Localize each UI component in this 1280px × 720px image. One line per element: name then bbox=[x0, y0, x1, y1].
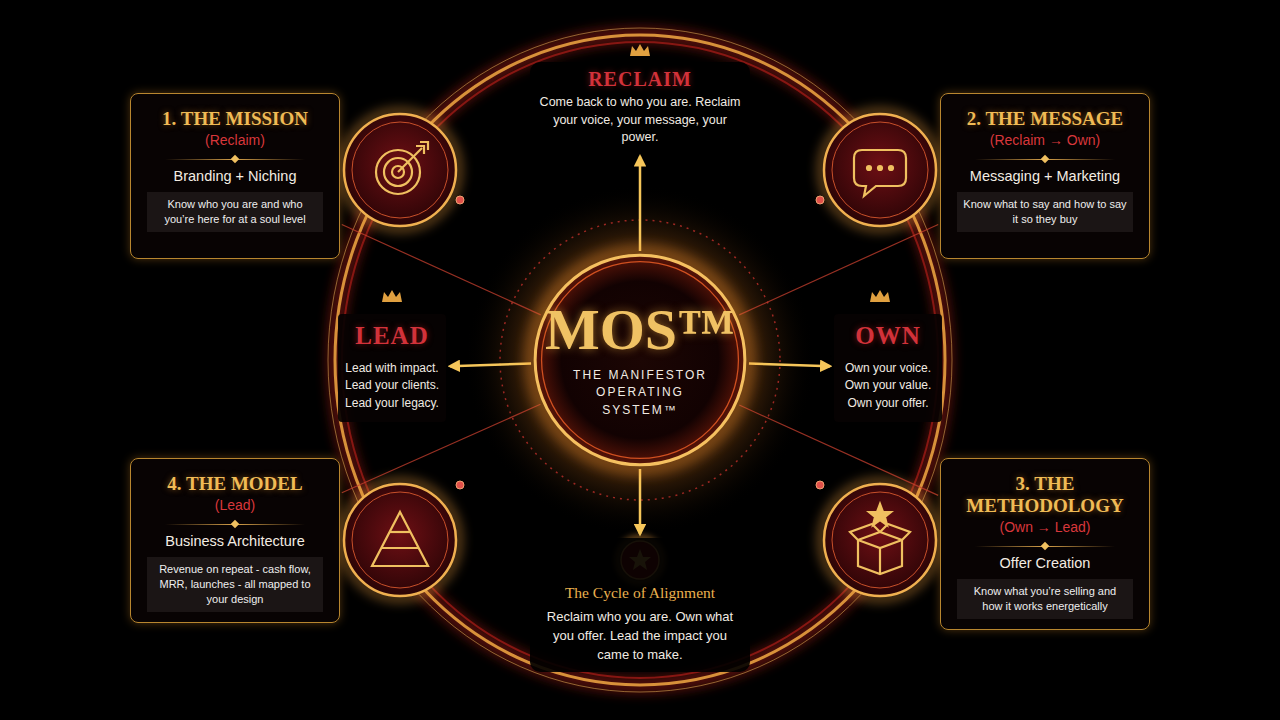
core-title: MOS™ bbox=[545, 301, 735, 359]
divider-ornament bbox=[165, 519, 305, 529]
cycle-heading: The Cycle of Alignment bbox=[536, 584, 744, 602]
pillar-panel: 2. THE MESSAGE (Reclaim → Own) Messaging +… bbox=[940, 93, 1150, 259]
panel-title: Offer Creation bbox=[951, 555, 1139, 571]
divider-ornament bbox=[165, 154, 305, 164]
direction-title: LEAD bbox=[344, 322, 440, 350]
direction-text: Come back to who you are. Reclaim your v… bbox=[538, 94, 742, 147]
direction-text: Lead with impact. Lead your clients. Lea… bbox=[344, 360, 440, 412]
pillar-panel: 3. THE METHODOLOGY (Own → Lead) Offer Crea… bbox=[940, 458, 1150, 630]
panel-heading: 2. THE MESSAGE bbox=[951, 108, 1139, 130]
panel-subheading: (Reclaim → Own) bbox=[951, 132, 1139, 148]
panel-text: Know what you’re selling and how it work… bbox=[957, 579, 1133, 619]
panel-heading: 4. THE MODEL bbox=[141, 473, 329, 495]
panel-subheading: (Lead) bbox=[141, 497, 329, 513]
panel-text: Know who you are and who you’re here for… bbox=[147, 192, 323, 232]
direction-text: Own your voice. Own your value. Own your… bbox=[840, 360, 936, 412]
link-line bbox=[739, 225, 938, 315]
direction-arrow bbox=[639, 157, 642, 252]
direction-node: LEAD Lead with impact. Lead your clients.… bbox=[338, 314, 446, 422]
panel-title: Branding + Niching bbox=[141, 168, 329, 184]
direction-arrow bbox=[450, 364, 531, 367]
direction-node: RECLAIM Come back to who you are. Reclaim… bbox=[530, 62, 750, 153]
panel-heading: 1. THE MISSION bbox=[141, 108, 329, 130]
cycle-text: Reclaim who you are. Own what you offer.… bbox=[536, 608, 744, 665]
panel-title: Business Architecture bbox=[141, 533, 329, 549]
panel-subheading: (Own → Lead) bbox=[951, 519, 1139, 535]
direction-title: RECLAIM bbox=[538, 68, 742, 91]
core-circle: MOS™ THE MANIFESTOR OPERATING SYSTEM™ bbox=[533, 253, 747, 467]
panel-title: Messaging + Marketing bbox=[951, 168, 1139, 184]
divider-ornament bbox=[975, 154, 1115, 164]
panel-text: Revenue on repeat - cash flow, MRR, laun… bbox=[147, 557, 323, 612]
core-circle-outline bbox=[533, 253, 747, 467]
pillar-panel: 4. THE MODEL (Lead) Business ArchitectureR… bbox=[130, 458, 340, 623]
direction-node: OWN Own your voice. Own your value. Own y… bbox=[834, 314, 942, 422]
pillar-panel: 1. THE MISSION (Reclaim) Branding + Nichin… bbox=[130, 93, 340, 259]
direction-title: OWN bbox=[840, 322, 936, 350]
divider-ornament bbox=[975, 541, 1115, 551]
cycle-node: The Cycle of AlignmentReclaim who you ar… bbox=[530, 538, 750, 672]
direction-arrow bbox=[749, 364, 830, 367]
link-line bbox=[342, 225, 541, 315]
direction-arrow bbox=[639, 469, 642, 534]
panel-text: Know what to say and how to say it so th… bbox=[957, 192, 1133, 232]
panel-heading: 3. THE METHODOLOGY bbox=[951, 473, 1139, 517]
core-subtitle: THE MANIFESTOR OPERATING SYSTEM™ bbox=[565, 367, 715, 419]
panel-subheading: (Reclaim) bbox=[141, 132, 329, 148]
